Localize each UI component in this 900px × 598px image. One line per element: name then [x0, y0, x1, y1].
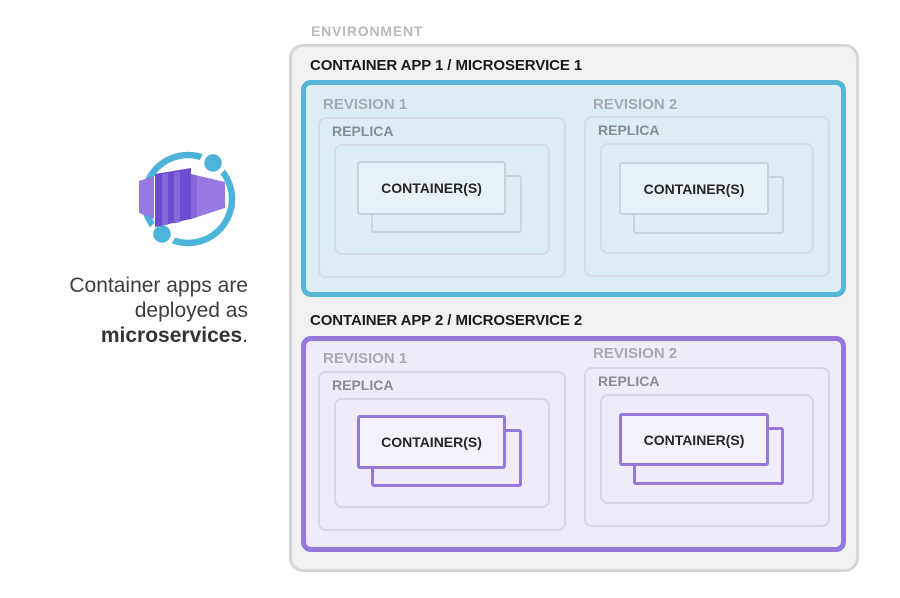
containers-box: CONTAINER(S) [357, 161, 506, 215]
replica-inner-frame: CONTAINER(S) [334, 144, 550, 255]
containers-box: CONTAINER(S) [619, 162, 769, 215]
container-flap-left [139, 176, 154, 219]
caption-period: . [242, 324, 248, 347]
containers-label: CONTAINER(S) [381, 180, 482, 196]
container-app-2-box: REVISION 1 REVISION 2 REPLICA CONTAINER(… [301, 336, 846, 552]
container-stripe [174, 171, 180, 224]
replica-inner-frame: CONTAINER(S) [334, 398, 550, 508]
replica-inner-frame: CONTAINER(S) [600, 394, 814, 504]
containers-label: CONTAINER(S) [643, 180, 745, 197]
caption-emphasis: microservices [100, 324, 243, 347]
app2-revision2-label: REVISION 2 [593, 345, 678, 362]
app2-title: CONTAINER APP 2 / MICROSERVICE 2 [310, 312, 583, 329]
container-stripe [162, 173, 168, 226]
environment-box: CONTAINER APP 1 / MICROSERVICE 1 REVISIO… [289, 44, 859, 572]
app2-revision1-replica-box: REPLICA CONTAINER(S) [318, 371, 566, 531]
container-flap-right [191, 174, 225, 219]
app1-revision2-replica-box: REPLICA CONTAINER(S) [584, 116, 830, 277]
container-apps-icon [139, 149, 236, 248]
replica-inner-frame: CONTAINER(S) [600, 143, 814, 254]
container-edge [191, 174, 197, 219]
containers-box: CONTAINER(S) [357, 415, 506, 469]
app1-title: CONTAINER APP 1 / MICROSERVICE 1 [310, 57, 583, 74]
app1-revision2-label: REVISION 2 [593, 96, 678, 113]
containers-box: CONTAINER(S) [619, 413, 769, 466]
app2-revision2-replica-box: REPLICA CONTAINER(S) [584, 367, 830, 527]
container-body [155, 168, 191, 227]
replica-label: REPLICA [332, 377, 394, 393]
container-app-1-box: REVISION 1 REVISION 2 REPLICA CONTAINER(… [301, 80, 846, 297]
containers-label: CONTAINER(S) [381, 434, 482, 450]
app2-revision1-label: REVISION 1 [323, 350, 408, 367]
app1-revision1-label: REVISION 1 [323, 96, 408, 113]
replica-label: REPLICA [332, 123, 394, 139]
orbit-dot-icon [199, 149, 227, 177]
caption-line-3: microservices. [18, 323, 248, 348]
caption-line-1: Container apps are [69, 274, 248, 297]
app1-revision1-replica-box: REPLICA CONTAINER(S) [318, 117, 566, 278]
caption-line-2: deployed as [134, 299, 248, 322]
orbit-dot-icon [148, 220, 176, 248]
replica-label: REPLICA [598, 373, 660, 389]
environment-label: ENVIRONMENT [311, 23, 424, 39]
caption: Container apps are deployed as microserv… [18, 273, 248, 348]
replica-label: REPLICA [598, 122, 660, 138]
containers-label: CONTAINER(S) [643, 431, 745, 448]
